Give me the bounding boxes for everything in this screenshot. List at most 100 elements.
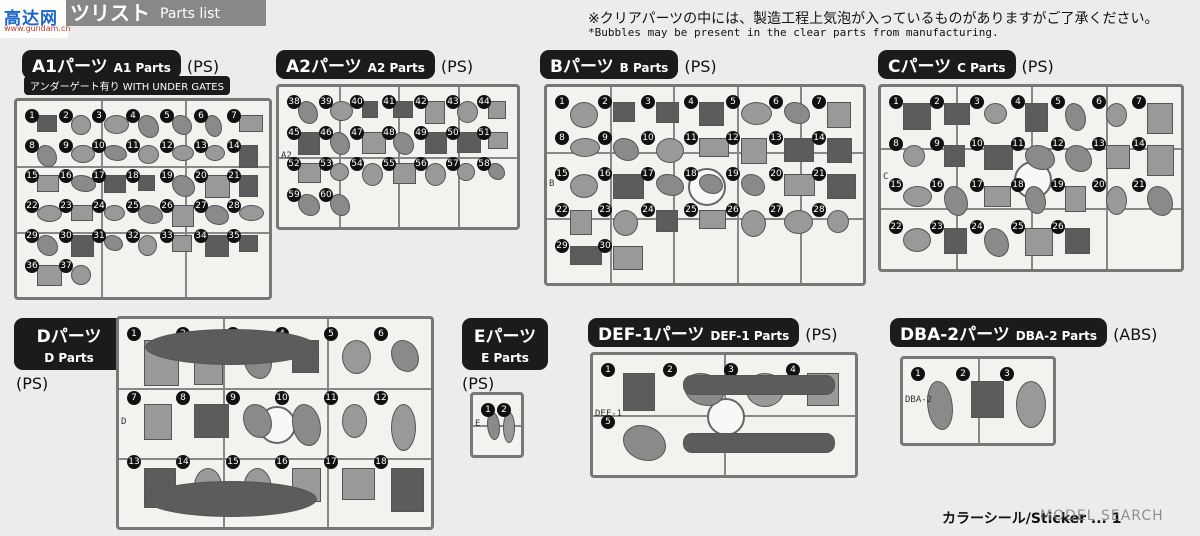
a2-part: [330, 194, 350, 216]
a2-part-number: 56: [414, 157, 428, 171]
a1-part: [104, 115, 129, 134]
a1-part: [71, 145, 95, 163]
c-part: [1065, 186, 1086, 212]
a1-part: [71, 265, 91, 285]
a1-part-number: 8: [25, 139, 39, 153]
b-runner-label: B: [549, 179, 555, 189]
b-part: [656, 138, 684, 163]
a1-part: [205, 205, 229, 225]
a1-part-number: 13: [194, 139, 208, 153]
a2-part-number: 52: [287, 157, 301, 171]
c-part: [1065, 228, 1090, 254]
b-part: [699, 138, 729, 157]
d-part-number: 16: [275, 455, 289, 469]
d-part-number: 11: [324, 391, 338, 405]
a1-part: [71, 115, 91, 135]
b-part: [827, 210, 849, 233]
a1-part-number: 34: [194, 229, 208, 243]
c-part: [984, 228, 1009, 257]
d-part: [342, 404, 367, 438]
d-part-number: 9: [226, 391, 240, 405]
c-part: [1106, 103, 1127, 127]
a1-part: [239, 115, 263, 132]
a1-part: [239, 175, 258, 197]
b-part: [827, 174, 856, 199]
d-part-number: 17: [324, 455, 338, 469]
a1-part-number: 32: [126, 229, 140, 243]
b-part: [784, 102, 810, 124]
c-part-number: 25: [1011, 220, 1025, 234]
b-part: [741, 174, 765, 196]
b-part: [570, 138, 600, 157]
c-part-number: 21: [1132, 178, 1146, 192]
b-part: [613, 210, 638, 236]
b-part-number: 12: [726, 131, 740, 145]
section-dba2-label-en: DBA-2 Parts: [1015, 329, 1098, 343]
a1-part-number: 5: [160, 109, 174, 123]
a2-part: [488, 132, 508, 149]
c-part-number: 11: [1011, 137, 1025, 151]
b-part: [699, 174, 723, 194]
b-part: [656, 174, 684, 196]
a1-part: [37, 265, 62, 286]
b-part-number: 14: [812, 131, 826, 145]
a2-part: [330, 101, 353, 121]
b-part-number: 6: [769, 95, 783, 109]
a1-part: [37, 145, 57, 167]
dba2-part-number: 2: [956, 367, 970, 381]
section-a1-material: (PS): [186, 57, 220, 76]
section-d-label-en: D Parts: [44, 351, 94, 365]
b-part: [699, 210, 726, 229]
a2-part-number: 49: [414, 126, 428, 140]
c-part-number: 9: [930, 137, 944, 151]
section-def1-material: (PS): [805, 325, 838, 344]
c-part: [1147, 145, 1174, 176]
a1-part-number: 22: [25, 199, 39, 213]
b-part-number: 19: [726, 167, 740, 181]
c-part-number: 10: [970, 137, 984, 151]
section-a2-label-jp: A2パーツ: [286, 57, 362, 77]
a2-part: [362, 163, 383, 186]
c-part: [944, 145, 965, 167]
a2-part: [457, 163, 475, 181]
a1-part-number: 36: [25, 259, 39, 273]
d-part: [342, 468, 375, 500]
c-part: [1025, 103, 1048, 132]
c-sprue-v: [1106, 87, 1108, 269]
a1-part-number: 30: [59, 229, 73, 243]
b-part: [784, 138, 814, 162]
a1-part: [172, 205, 194, 227]
b-part: [827, 102, 851, 128]
a1-part: [138, 205, 163, 224]
b-part-number: 30: [598, 239, 612, 253]
c-part-number: 23: [930, 220, 944, 234]
section-c-label-en: C Parts: [957, 61, 1006, 75]
c-part-number: 12: [1051, 137, 1065, 151]
def1-long-rod-part: [683, 433, 835, 453]
a2-part-number: 58: [477, 157, 491, 171]
a1-part: [138, 115, 159, 138]
dba2-part: [1016, 381, 1046, 428]
b-part: [570, 246, 602, 265]
a1-part-number: 18: [126, 169, 140, 183]
a1-part-number: 25: [126, 199, 140, 213]
b-part-number: 27: [769, 203, 783, 217]
c-part: [903, 145, 925, 167]
c-part: [984, 103, 1007, 124]
b-part-number: 8: [555, 131, 569, 145]
b-part-number: 18: [684, 167, 698, 181]
d-part-number: 12: [374, 391, 388, 405]
b-part: [613, 174, 644, 199]
d-runner-label: D: [121, 417, 127, 427]
def1-runner-label: DEF-1: [595, 409, 623, 419]
c-part-number: 14: [1132, 137, 1146, 151]
e-runner-label: E: [475, 419, 481, 429]
b-part-number: 25: [684, 203, 698, 217]
